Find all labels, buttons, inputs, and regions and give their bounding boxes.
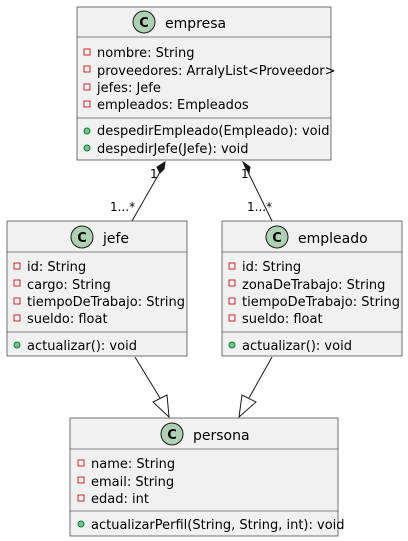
public-icon: [83, 127, 91, 135]
private-icon: [83, 83, 91, 91]
svg-text:C: C: [167, 428, 177, 443]
private-icon: [77, 494, 85, 502]
attribute: id: String: [27, 260, 86, 275]
private-icon: [228, 262, 236, 270]
attribute: zonaDeTrabajo: String: [242, 278, 385, 293]
attribute: id: String: [242, 260, 301, 275]
method: actualizar(): void: [27, 339, 137, 354]
attribute: cargo: String: [27, 278, 111, 293]
inheritance-arrowhead: [238, 394, 257, 419]
composition-diamond: [241, 160, 251, 175]
svg-text:C: C: [272, 231, 282, 246]
public-icon: [77, 520, 85, 528]
svg-text:C: C: [139, 16, 149, 31]
public-icon: [83, 144, 91, 152]
composition-empresa-jefe: 1 1...*: [110, 161, 166, 222]
attribute: name: String: [91, 457, 175, 472]
multiplicity-empresa-side: 1: [241, 167, 249, 181]
composition-empresa-empleado: 1 1...*: [241, 160, 273, 222]
inheritance-empleado-persona: [238, 356, 273, 419]
attribute: nombre: String: [97, 46, 194, 61]
class-name: empresa: [165, 16, 226, 32]
private-icon: [77, 476, 85, 484]
multiplicity-jefe-side: 1...*: [110, 200, 135, 214]
method: despedirJefe(Jefe): void: [97, 142, 248, 157]
attribute: jefes: Jefe: [96, 81, 161, 96]
attribute: tiempoDeTrabajo: String: [27, 295, 185, 310]
method: actualizarPerfil(String, String, int): v…: [91, 518, 345, 533]
private-icon: [83, 65, 91, 73]
class-jefe[interactable]: C jefe id: String cargo: String tiempoDe…: [6, 220, 188, 357]
class-persona[interactable]: C persona name: String email: String eda…: [69, 417, 345, 537]
private-icon: [13, 279, 21, 287]
private-icon: [228, 279, 236, 287]
public-icon: [228, 341, 236, 349]
multiplicity-empresa-side: 1: [150, 167, 158, 181]
class-empleado[interactable]: C empleado id: String zonaDeTrabajo: Str…: [221, 220, 403, 357]
private-icon: [228, 314, 236, 322]
private-icon: [13, 297, 21, 305]
method: actualizar(): void: [242, 339, 352, 354]
attribute: sueldo: float: [242, 312, 323, 327]
method: despedirEmpleado(Empleado): void: [97, 124, 329, 139]
class-stereotype-icon: [265, 225, 289, 249]
attribute: proveedores: ArralyList<Proveedor>: [97, 64, 336, 79]
class-empresa[interactable]: C empresa nombre: String proveedores: Ar…: [76, 6, 336, 161]
class-stereotype-icon: [70, 225, 94, 249]
multiplicity-empleado-side: 1...*: [247, 200, 272, 214]
attribute: edad: int: [91, 492, 149, 507]
private-icon: [13, 262, 21, 270]
inheritance-arrowhead: [152, 394, 170, 419]
inheritance-jefe-persona: [134, 356, 170, 419]
attribute: sueldo: float: [27, 312, 108, 327]
class-name: jefe: [102, 231, 129, 247]
class-stereotype-icon: [132, 10, 156, 34]
private-icon: [83, 48, 91, 56]
class-name: persona: [193, 428, 250, 444]
private-icon: [13, 314, 21, 322]
attribute: email: String: [91, 475, 174, 490]
private-icon: [228, 297, 236, 305]
composition-diamond: [156, 161, 166, 174]
attribute: tiempoDeTrabajo: String: [242, 295, 400, 310]
public-icon: [13, 341, 21, 349]
private-icon: [77, 459, 85, 467]
svg-text:C: C: [77, 231, 87, 246]
class-name: empleado: [298, 231, 368, 247]
class-stereotype-icon: [160, 422, 184, 446]
private-icon: [83, 100, 91, 108]
attribute: empleados: Empleados: [97, 98, 249, 113]
